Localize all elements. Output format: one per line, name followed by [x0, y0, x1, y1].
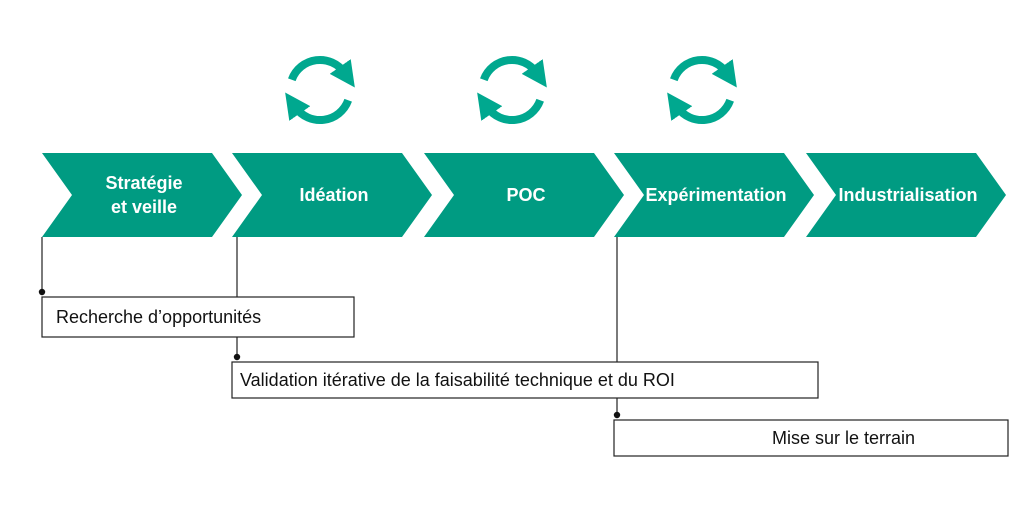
phase-box-frame	[231, 361, 819, 399]
cycle-arrows-icon	[477, 56, 547, 124]
stage-label: Stratégie	[105, 173, 182, 193]
stage-label: Expérimentation	[645, 185, 786, 205]
stage-label: et veille	[111, 197, 177, 217]
phase-label: Recherche d’opportunités	[56, 307, 261, 327]
cycle-icons	[285, 56, 737, 124]
cycle-arrow	[480, 56, 547, 88]
chevron-shape	[424, 153, 624, 237]
stage-label: Idéation	[299, 185, 368, 205]
cycle-arrow	[667, 92, 734, 124]
phase-box: Mise sur le terrain	[613, 419, 1009, 457]
stage-label: POC	[506, 185, 545, 205]
phase-box-frame	[613, 419, 1009, 457]
cycle-arrow	[285, 92, 352, 124]
cycle-arrow	[477, 92, 544, 124]
phase-box: Recherche d’opportunités	[41, 296, 355, 338]
stage-chevron: Expérimentation	[614, 153, 814, 237]
chevron-shape	[614, 153, 814, 237]
phase-box-frame	[41, 296, 355, 338]
phase-label: Mise sur le terrain	[772, 428, 915, 448]
stage-chevrons: Stratégie et veille Idéation POC Expérimenta…	[42, 153, 1006, 237]
cycle-arrow	[288, 56, 355, 88]
connector-dot	[613, 411, 621, 419]
chevron-shape	[232, 153, 432, 237]
phase-label: Validation itérative de la faisabilité t…	[240, 370, 675, 390]
connector-dot	[38, 288, 46, 296]
stage-chevron: Industrialisation	[806, 153, 1006, 237]
chevron-shape	[42, 153, 242, 237]
cycle-arrows-icon	[667, 56, 737, 124]
stage-chevron: Idéation	[232, 153, 432, 237]
stage-label: Industrialisation	[838, 185, 977, 205]
cycle-arrows-icon	[285, 56, 355, 124]
chevron-shape	[806, 153, 1006, 237]
stage-chevron: Stratégie et veille	[42, 153, 242, 237]
cycle-arrow	[670, 56, 737, 88]
connector-dot	[233, 353, 241, 361]
phase-box: Validation itérative de la faisabilité t…	[231, 361, 819, 399]
stage-chevron: POC	[424, 153, 624, 237]
